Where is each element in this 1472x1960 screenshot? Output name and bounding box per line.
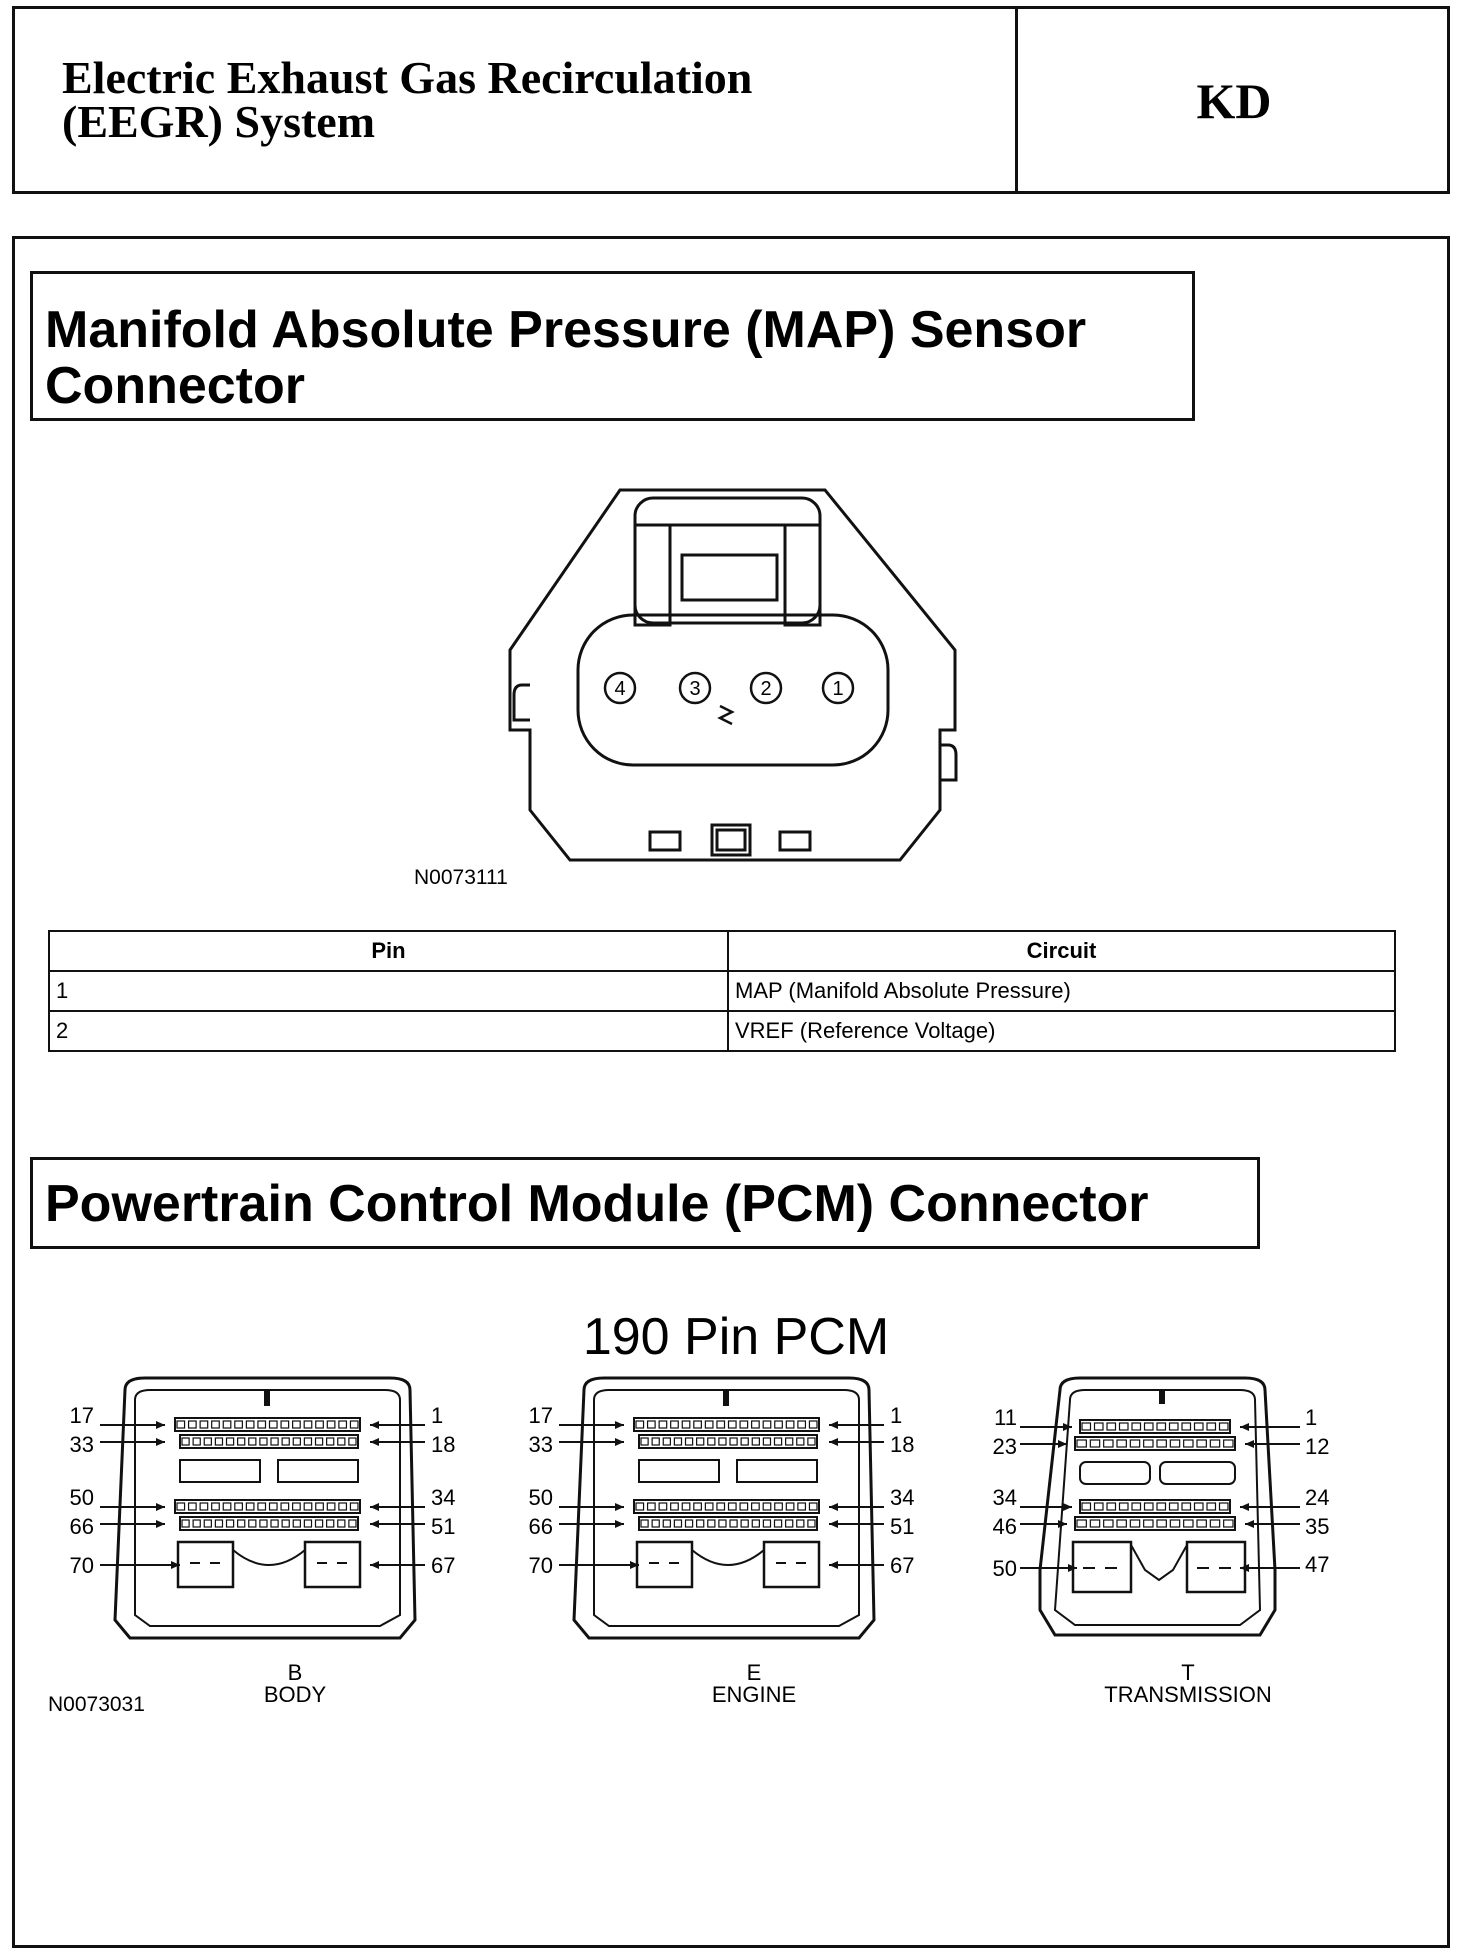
pin-number-label: 50	[70, 1485, 94, 1510]
pin-number-label: 23	[993, 1434, 1017, 1459]
pin-number-label: 1	[431, 1403, 443, 1428]
pin-number-label: 50	[529, 1485, 553, 1510]
map-pin-1	[821, 671, 855, 705]
map-pin-number: 1	[832, 678, 843, 700]
pin-number-label: 67	[431, 1553, 455, 1578]
table-cell-circuit: VREF (Reference Voltage)	[727, 1010, 1396, 1052]
pin-number-label: 17	[529, 1403, 553, 1428]
table-header-row: Pin Circuit	[48, 930, 1396, 972]
connector-label-transmission: T TRANSMISSION	[1068, 1662, 1308, 1706]
connector-label-engine: E ENGINE	[654, 1662, 854, 1706]
pin-number-label: 34	[431, 1485, 455, 1510]
map-latch-left	[633, 523, 672, 627]
pin-number-label: 24	[1305, 1485, 1329, 1510]
connector-label-body: B BODY	[195, 1662, 395, 1706]
header-box	[12, 6, 1450, 194]
document-title-line1: Electric Exhaust Gas Recirculation	[62, 52, 753, 103]
map-pin-number: 2	[760, 678, 771, 700]
pin-number-label: 70	[529, 1553, 553, 1578]
pin-number-label: 18	[890, 1432, 914, 1457]
table-row: 2 VREF (Reference Voltage)	[48, 1010, 1396, 1052]
document-title: Electric Exhaust Gas Recirculation (EEGR…	[62, 52, 962, 147]
map-latch-outer	[633, 496, 822, 625]
table-row: 1 MAP (Manifold Absolute Pressure)	[48, 970, 1396, 1012]
connector-name: ENGINE	[711, 1682, 797, 1707]
pin-number-label: 67	[890, 1553, 914, 1578]
map-pin-cavity	[576, 613, 890, 767]
connector-code: T	[1181, 1660, 1195, 1685]
pcm-connector-body: 17 1 33 18 50 34 66 51 70 67	[70, 1376, 455, 1640]
map-housing-outline	[508, 488, 957, 862]
map-pin-number: 4	[614, 678, 625, 700]
table-header-pin: Pin	[48, 930, 729, 972]
map-pin-number: 3	[689, 678, 700, 700]
pin-number-label: 50	[993, 1556, 1017, 1581]
map-key-right	[778, 830, 812, 852]
pin-number-label: 34	[993, 1485, 1017, 1510]
pin-number-label: 34	[890, 1485, 914, 1510]
pcm-section-title: Powertrain Control Module (PCM) Connecto…	[30, 1157, 1260, 1249]
document-code: KD	[1196, 73, 1272, 129]
pin-number-label: 66	[529, 1514, 553, 1539]
map-pin-4	[603, 671, 637, 705]
pin-number-label: 70	[70, 1553, 94, 1578]
map-title-line1: Manifold Absolute Pressure (MAP) Sensor	[45, 301, 1087, 359]
pin-number-label: 66	[70, 1514, 94, 1539]
document-title-line2: (EEGR) System	[62, 96, 376, 147]
connector-code: B	[287, 1660, 303, 1685]
header-divider	[1015, 6, 1018, 194]
connector-code: E	[746, 1660, 762, 1685]
table-cell-pin: 2	[48, 1010, 729, 1052]
map-section-title: Manifold Absolute Pressure (MAP) Sensor …	[30, 271, 1195, 421]
map-notch-left	[512, 683, 530, 722]
pcm-subtitle: 190 Pin PCM	[582, 1308, 890, 1366]
pin-number-label: 46	[993, 1514, 1017, 1539]
pin-number-label: 33	[529, 1432, 553, 1457]
pin-number-label: 33	[70, 1432, 94, 1457]
map-key-center	[710, 823, 752, 857]
map-latch-right	[783, 523, 822, 627]
pin-number-label: 51	[431, 1514, 455, 1539]
pin-number-label: 17	[70, 1403, 94, 1428]
map-pin-table: Pin Circuit 1 MAP (Manifold Absolute Pre…	[48, 930, 1396, 1052]
map-pin-3	[678, 671, 712, 705]
table-cell-pin: 1	[48, 970, 729, 1012]
map-pin-2	[749, 671, 783, 705]
content-panel	[12, 236, 1450, 1948]
pin-number-label: 51	[890, 1514, 914, 1539]
pin-number-label: 12	[1305, 1434, 1329, 1459]
map-notch-right	[940, 743, 958, 782]
map-latch-window	[680, 553, 779, 602]
pin-number-label: 47	[1305, 1552, 1329, 1577]
connector-name: BODY	[263, 1682, 327, 1707]
table-cell-circuit: MAP (Manifold Absolute Pressure)	[727, 970, 1396, 1012]
pcm-figure-id: N0073031	[48, 1693, 145, 1716]
table-header-circuit: Circuit	[727, 930, 1396, 972]
connector-name: TRANSMISSION	[1104, 1682, 1272, 1707]
map-polarity-mark	[717, 704, 735, 726]
pin-number-label: 1	[890, 1403, 902, 1428]
map-figure-id: N0073111	[414, 866, 508, 889]
pin-number-label: 1	[1305, 1405, 1317, 1430]
pin-number-label: 18	[431, 1432, 455, 1457]
pcm-connector-engine: 17 1 33 18 50 34 66 51 70 67	[529, 1376, 914, 1640]
pin-number-label: 35	[1305, 1514, 1329, 1539]
map-title-line2: Connector	[45, 357, 305, 415]
pin-number-label: 11	[994, 1405, 1017, 1430]
map-connector-diagram: 4 3 2 1	[508, 488, 958, 862]
map-key-left	[648, 830, 682, 852]
